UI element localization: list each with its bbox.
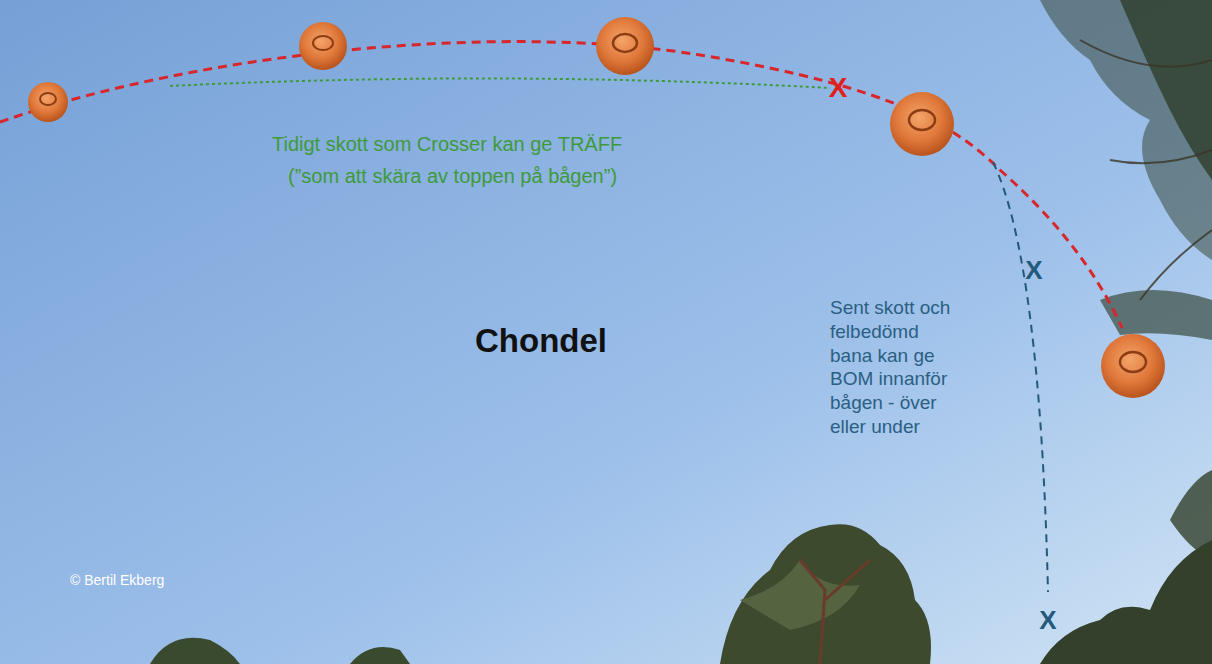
early-shot-quote: (”som att skära av toppen på bågen”): [288, 164, 617, 189]
miss-mark: X: [1039, 607, 1056, 633]
early-shot-note: Tidigt skott som Crosser kan ge TRÄFF: [272, 132, 622, 157]
late-shot-note: Sent skott och felbedömd bana kan ge BOM…: [830, 296, 958, 439]
hit-mark: X: [829, 74, 848, 102]
miss-mark: X: [1025, 257, 1042, 283]
diagram-title: Chondel: [475, 320, 607, 361]
copyright-note: © Bertil Ekberg: [70, 572, 164, 590]
